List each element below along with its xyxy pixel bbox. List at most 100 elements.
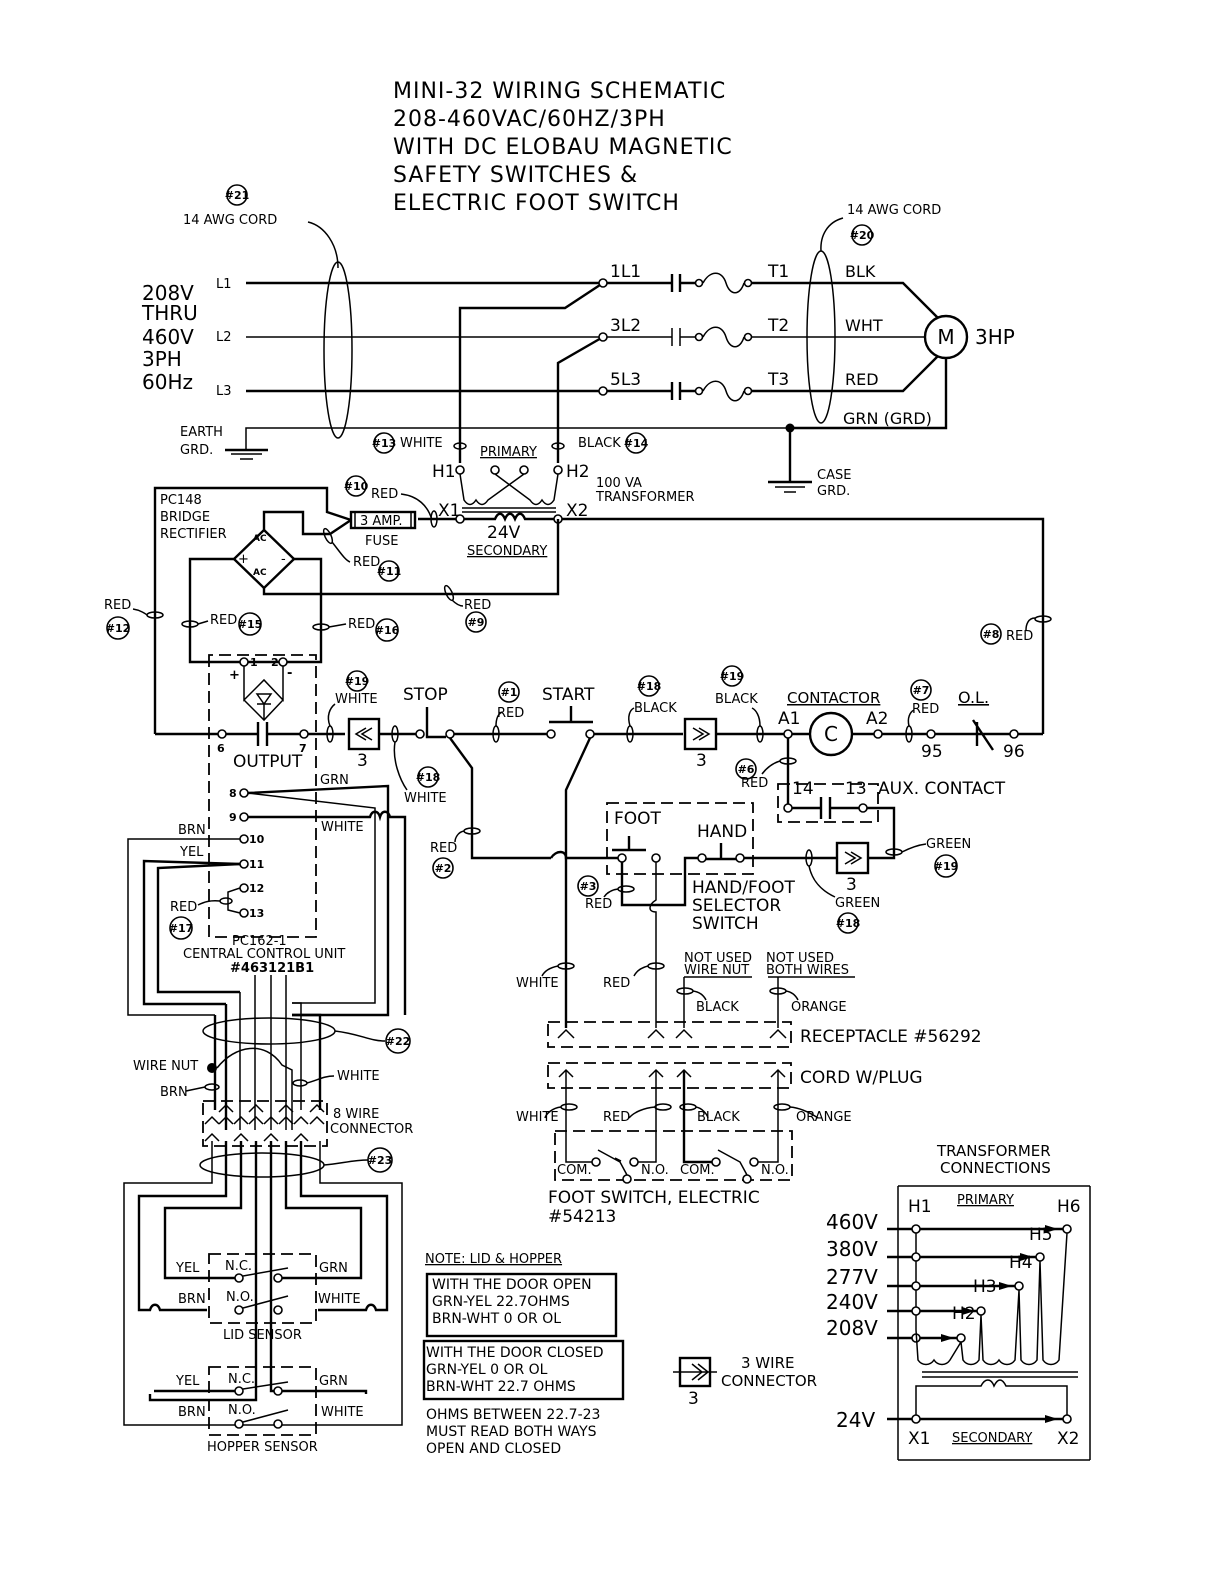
wire-tag-20 — [851, 224, 873, 246]
wire-tag-8: #8 — [983, 628, 1000, 641]
cu-minus: - — [287, 666, 292, 681]
cu-plus: + — [229, 668, 240, 683]
ol-terminal-95: 95 — [921, 742, 943, 762]
foot-com-1: COM. — [557, 1163, 592, 1178]
note-footer-2: MUST READ BOTH WAYS — [426, 1424, 597, 1440]
wire-11-yel-b — [156, 862, 241, 994]
cu-wire-yel: YEL — [179, 845, 204, 860]
wire-tag-15: #15 — [238, 618, 263, 631]
supply-cord-bundle — [323, 261, 353, 439]
note-closed-1: WITH THE DOOR CLOSED — [426, 1345, 603, 1361]
foot-no-2: N.O. — [761, 1163, 789, 1178]
cu-terminal-9: 9 — [229, 811, 237, 824]
wire-tag-21-text: #21 — [225, 189, 250, 202]
cu-terminal-13: 13 — [249, 907, 264, 920]
tap-h6: H6 — [1057, 1197, 1081, 1217]
motor-rating: 3HP — [975, 325, 1015, 349]
transformer-h1: H1 — [432, 462, 456, 482]
wire-8-color: RED — [1006, 629, 1033, 644]
selector-switch-outline — [606, 802, 754, 875]
rectifier-ac-top: AC — [253, 534, 267, 544]
ol-terminal-96: 96 — [1003, 742, 1025, 762]
earth-label-2: GRD. — [180, 443, 213, 458]
tx-conn-secondary: SECONDARY — [952, 1431, 1032, 1446]
wire-18a-color: WHITE — [404, 791, 447, 806]
selector-label-2: SELECTOR — [692, 896, 781, 916]
terminal-3l2: 3L2 — [610, 316, 641, 336]
tx-conn-x1: X1 — [908, 1429, 930, 1449]
title-line-5: ELECTRIC FOOT SWITCH — [393, 191, 680, 216]
connector-num: 3 — [696, 751, 707, 771]
wire-11-color: RED — [353, 555, 380, 570]
wire-tag-3: #3 — [580, 880, 597, 893]
wire-tag-23: #23 — [368, 1154, 393, 1167]
wire-18b-color: BLACK — [634, 701, 677, 716]
foot-switch-label-2: #54213 — [548, 1207, 616, 1227]
wire-15-16-loop — [188, 557, 323, 664]
foot-wire-red: RED — [603, 1110, 630, 1125]
control-unit: 1 2 + - 6 7 OUTPUT 8 9 10 11 12 13 GRN W… — [127, 654, 407, 1017]
not-used-2-line-2: BOTH WIRES — [766, 963, 849, 978]
tap-h2: H2 — [952, 1304, 976, 1324]
harness-white: WHITE — [337, 1069, 380, 1084]
wire-tag-20-text: #20 — [850, 229, 875, 242]
rectifier-section: 3 AMP. FUSE #10 RED RED #11 PC148 BRIDGE… — [104, 475, 1045, 734]
hopper-sensor-label: HOPPER SENSOR — [207, 1440, 318, 1455]
transformer-rating-1: 100 VA — [596, 476, 642, 491]
control-unit-outline — [208, 654, 317, 938]
wire-x2-return — [562, 517, 1045, 734]
tx-conn-primary: PRIMARY — [957, 1193, 1014, 1208]
rectifier-plus: + — [238, 552, 249, 567]
sensor-harness: #22 WIRE NUT BRN WHITE 8 WIRE CONNEC — [123, 975, 413, 1426]
transformer-connections: TRANSFORMER CONNECTIONS PRIMARY H1 460V … — [826, 1142, 1091, 1461]
contactor-a2: A2 — [866, 709, 888, 729]
foot-switch-contact-1-icon — [597, 1149, 628, 1176]
hopper-white: WHITE — [321, 1405, 364, 1420]
lid-grn: GRN — [319, 1261, 348, 1276]
bundle-23 — [199, 1152, 325, 1178]
cu-terminal-1: 1 — [250, 656, 258, 669]
cu-terminal-12: 12 — [249, 882, 264, 895]
harness-brn: BRN — [160, 1085, 188, 1100]
title-line-4: SAFETY SWITCHES & — [393, 163, 638, 188]
not-used-1-line-1: NOT USED — [684, 951, 752, 966]
receptacle-outline — [547, 1021, 792, 1048]
motor-symbol: M — [937, 325, 954, 349]
lid-nc-contact-icon — [242, 1267, 289, 1277]
supply-voltage-5: 60Hz — [142, 370, 193, 394]
rectifier-label-1: PC148 — [160, 493, 202, 508]
transformer-secondary-label: SECONDARY — [467, 544, 547, 559]
wire-6-color: RED — [741, 776, 768, 791]
wire-19c-color: GREEN — [926, 837, 971, 852]
wire-tag-1: #1 — [501, 686, 518, 699]
8-wire-connector-pins-icon — [204, 1103, 325, 1142]
terminal-t1: T1 — [767, 262, 789, 282]
wire-14-tap — [556, 335, 604, 463]
rectifier-ac-bottom: AC — [253, 568, 267, 578]
hopper-no-contact-icon — [242, 1409, 289, 1423]
wire-13-tap — [458, 281, 604, 463]
case-ground-icon — [768, 480, 812, 493]
wire-t1 — [752, 281, 941, 321]
cu-label-1: PC162-1 — [232, 934, 287, 949]
foot-wire-black: BLACK — [697, 1110, 740, 1125]
start-button-icon — [549, 706, 593, 724]
note-footer-1: OHMS BETWEEN 22.7-23 — [426, 1407, 600, 1423]
hand-selector-icon — [706, 843, 736, 861]
note-heading: NOTE: LID & HOPPER — [425, 1252, 562, 1267]
tap-voltage-380: 380V — [826, 1237, 878, 1261]
connector-num: 3 — [846, 875, 857, 895]
cu-terminal-6: 6 — [217, 742, 225, 755]
control-rung: #19 WHITE 3 #18 WHITE STOP #1 RED START … — [308, 615, 1052, 1028]
fuse-label: FUSE — [365, 534, 398, 549]
receptacle-label: RECEPTACLE #56292 — [800, 1027, 982, 1047]
wire-9-white — [248, 810, 407, 1015]
wire-9 — [262, 519, 560, 596]
wire-start-to-white — [564, 737, 592, 1028]
plug-pin-icons — [558, 1068, 786, 1078]
wire-tag-19a: #19 — [345, 675, 370, 688]
wire-2 — [449, 737, 551, 860]
receptacle-wire-orange: ORANGE — [791, 1000, 847, 1015]
note-open-2: GRN-YEL 22.7OHMS — [432, 1294, 570, 1310]
foot-wire-white: WHITE — [516, 1110, 559, 1125]
